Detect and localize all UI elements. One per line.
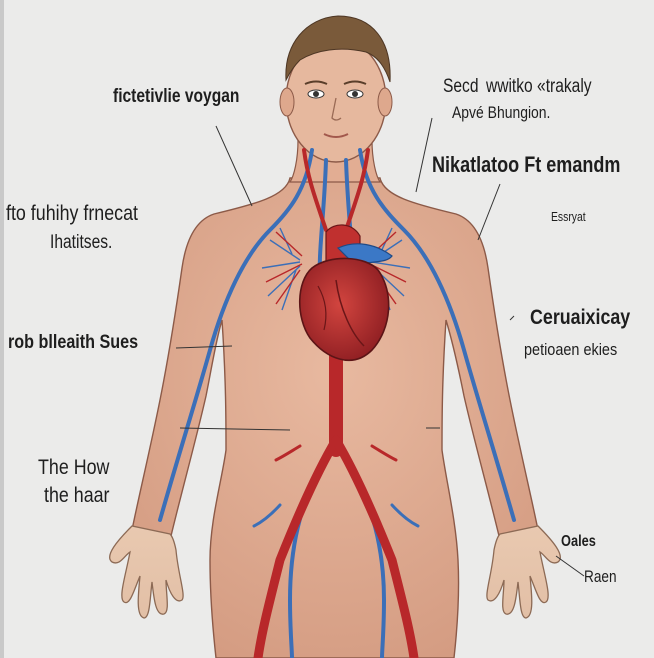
label-left-line1: fto fuhihy frnecat (6, 202, 138, 226)
label-right-bottom-line2: Raen (584, 567, 617, 587)
left-pupil (313, 91, 319, 97)
label-top-right-line1: Secd wwitko «trakaly (443, 76, 592, 98)
label-right-mid-line2: petioaen ekies (524, 340, 617, 360)
right-pupil (352, 91, 358, 97)
label-left-line2: Ihatitses. (50, 232, 112, 254)
label-left-mid: rob blleaith Sues (8, 332, 138, 354)
right-ear (378, 88, 392, 116)
left-ear (280, 88, 294, 116)
label-right-mid-line1: Ceruaixicay (530, 306, 630, 330)
label-left-bottom-line1: The How (38, 456, 109, 480)
label-small-right: Essryat (551, 209, 586, 224)
left-edge-shadow (0, 0, 4, 658)
left-hand (110, 526, 183, 618)
label-mid-right: Nikatlatoo Ft emandm (432, 152, 620, 178)
label-right-bottom-line1: Oales (561, 533, 596, 551)
right-hand (487, 526, 560, 618)
label-left-bottom-line2: the haar (44, 484, 110, 508)
label-top-left: fictetivlie voygan (113, 86, 239, 108)
label-top-right-line2: Apvé Bhungion. (452, 103, 550, 123)
